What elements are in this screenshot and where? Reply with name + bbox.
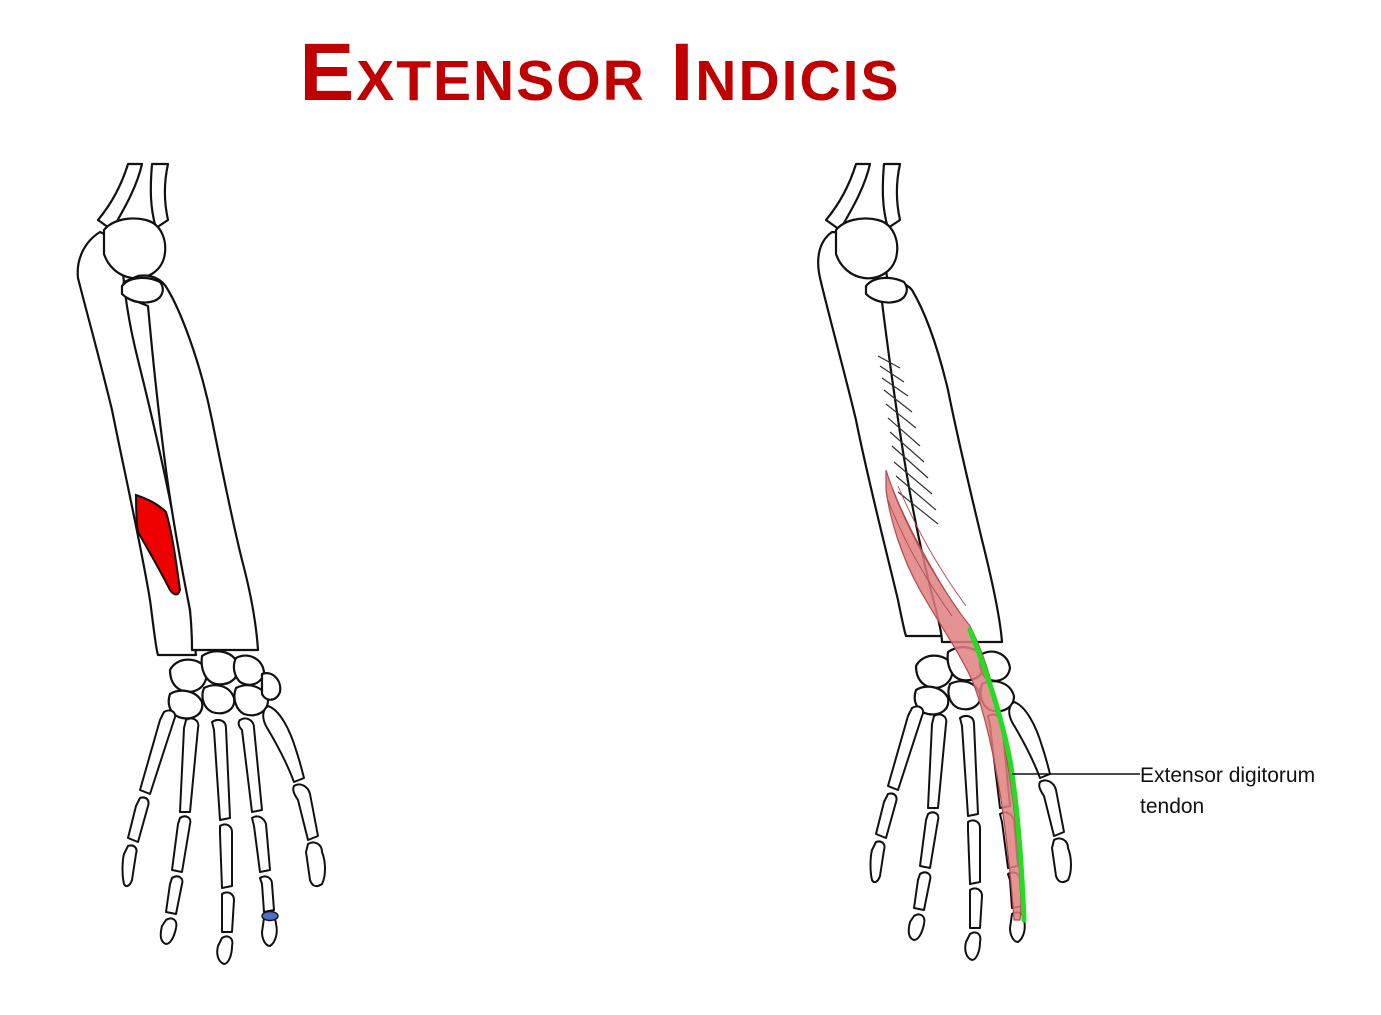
extensor-digitorum-tendon: [967, 627, 1027, 923]
thumb-metacarpal: [262, 705, 305, 783]
left-bone-illustration: [76, 162, 326, 965]
carpal-1-r: [914, 654, 954, 690]
ring-metacarpal-r: [927, 713, 948, 809]
carpal-6: [233, 684, 270, 717]
thumb-distal-phalanx-r: [1051, 837, 1072, 884]
carpal-5-r: [947, 680, 982, 711]
middle-middle-phalanx-r: [969, 887, 983, 929]
tendon-label: Extensor digitorum tendon: [1140, 760, 1370, 822]
humerus-right-r: [881, 162, 902, 230]
insertion-marker: [261, 910, 279, 922]
middle-middle-phalanx: [221, 891, 235, 933]
carpal-5: [201, 684, 236, 715]
middle-distal-phalanx-r: [964, 931, 982, 961]
humerus-right: [149, 162, 170, 230]
index-proximal-phalanx: [251, 815, 271, 873]
ring-middle-phalanx-r: [913, 871, 932, 911]
radius-head: [120, 276, 164, 304]
ring-middle-phalanx: [165, 875, 184, 915]
right-bone-illustration: [817, 162, 1140, 961]
index-middle-phalanx: [259, 875, 275, 913]
ring-proximal-phalanx-r: [919, 811, 940, 869]
middle-proximal-phalanx: [219, 823, 233, 889]
radius-bone-r: [865, 279, 1004, 644]
ring-distal-phalanx-r: [907, 913, 926, 941]
middle-distal-phalanx: [216, 935, 234, 965]
little-metacarpal-r: [887, 705, 924, 791]
thumb-distal-phalanx: [305, 841, 326, 888]
carpal-3: [232, 654, 266, 686]
index-metacarpal: [237, 717, 263, 813]
middle-metacarpal-r: [959, 715, 979, 817]
ring-distal-phalanx: [159, 917, 178, 945]
middle-proximal-phalanx-r: [967, 819, 981, 885]
carpal-2: [200, 650, 240, 686]
elbow-condyle-r: [834, 217, 899, 280]
little-proximal-phalanx-r: [875, 792, 898, 839]
radius-head-r: [864, 276, 908, 304]
little-proximal-phalanx: [127, 796, 150, 843]
radius-bone: [121, 274, 260, 652]
little-distal-phalanx: [121, 844, 138, 888]
little-metacarpal: [139, 709, 176, 795]
forearm-origin-insertion-figure: [0, 150, 420, 1010]
thumb-proximal-phalanx: [292, 783, 319, 841]
middle-metacarpal: [211, 719, 231, 821]
tendon-label-line-1: Extensor digitorum: [1140, 764, 1316, 787]
interosseous-hatching: [877, 355, 939, 525]
thumb-metacarpal-r: [1008, 701, 1051, 779]
elbow-condyle: [102, 217, 167, 280]
thumb-proximal-phalanx-r: [1038, 779, 1065, 837]
origin-marker: [134, 493, 182, 596]
little-distal-phalanx-r: [869, 840, 886, 884]
carpal-7: [260, 672, 282, 701]
forearm-muscle-figure: [760, 150, 1381, 1010]
muscle-fibers: [887, 485, 967, 617]
ring-proximal-phalanx: [171, 815, 192, 873]
page-title: Extensor Indicis: [299, 27, 901, 118]
carpal-1: [168, 658, 208, 694]
tendon-label-line-2: tendon: [1140, 795, 1205, 818]
ring-metacarpal: [179, 717, 200, 813]
